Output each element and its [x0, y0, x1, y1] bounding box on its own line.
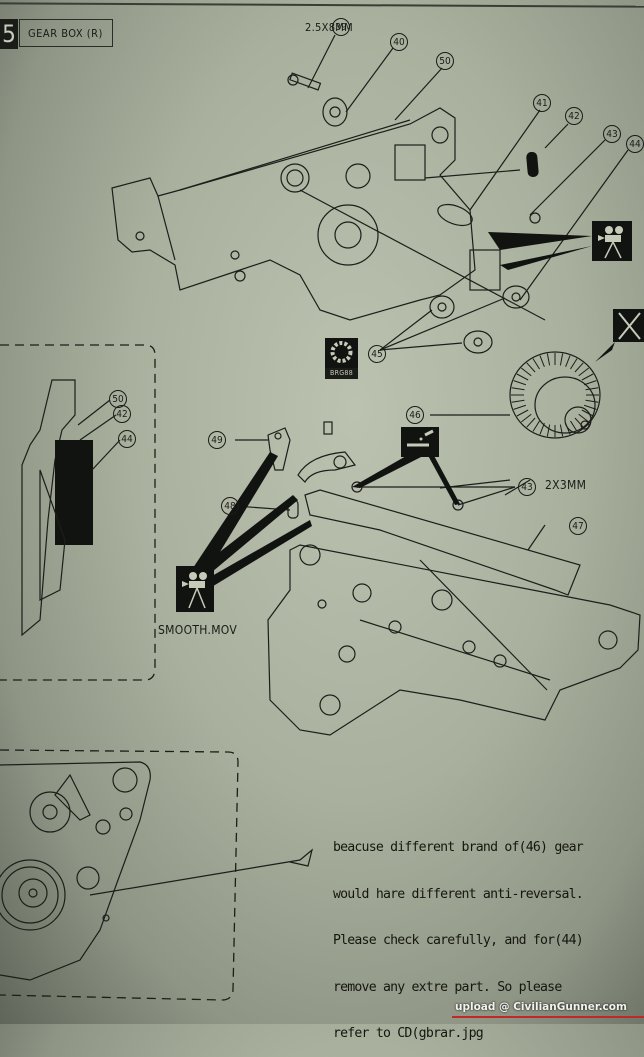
callout-49: 49	[208, 431, 226, 449]
gear-tooth	[516, 409, 529, 417]
gear-tooth	[583, 380, 597, 386]
gear-tooth	[513, 404, 527, 410]
inset-callout-44: 44	[118, 430, 136, 448]
callout-43-lower: 43	[518, 478, 536, 496]
video-file-label: SMOOTH.MOV	[158, 623, 238, 637]
small-parts-lower	[234, 421, 516, 519]
callout-48: 48	[221, 497, 239, 515]
video-camera-icon	[176, 566, 214, 612]
small-parts	[437, 151, 541, 291]
gear-tooth	[539, 423, 545, 435]
callout-44: 44	[626, 135, 644, 153]
note-line: remove any extre part. So please	[333, 979, 562, 995]
callout-43: 43	[603, 125, 621, 143]
icon-pointers	[185, 232, 615, 588]
watermark-underline	[452, 1016, 644, 1018]
gear-tooth	[532, 358, 540, 370]
callout-45: 45	[368, 345, 386, 363]
gear-tooth	[583, 404, 597, 410]
gear-tooth	[516, 373, 529, 381]
callout-40: 40	[390, 33, 408, 51]
inset-detail-1	[0, 344, 156, 681]
callout-39: 39	[332, 18, 350, 36]
callout-50: 50	[436, 52, 454, 70]
gear-tooth	[526, 417, 536, 428]
gear-tooth	[578, 413, 590, 423]
inset-detail-2	[0, 749, 314, 1001]
video-camera-icon	[592, 221, 632, 261]
assembly-note: beacuse different brand of(46) gear woul…	[333, 809, 584, 1057]
gear-tooth	[513, 380, 527, 386]
note-line: refer to CD(gbrar.jpg	[333, 1026, 484, 1041]
note-line: would hare different anti-reversal.	[333, 886, 584, 902]
gear-tooth	[559, 353, 564, 366]
callout-42: 42	[565, 107, 583, 125]
gear-tooth	[570, 420, 578, 432]
note-line: beacuse different brand of(46) gear	[333, 840, 584, 855]
screwdriver-icon	[401, 427, 439, 457]
bearings	[299, 189, 546, 354]
gear-tooth	[570, 358, 578, 370]
gear-tooth	[578, 367, 590, 377]
gear-tooth	[559, 424, 564, 437]
bevel-gear	[430, 351, 601, 439]
callout-47: 47	[569, 517, 587, 535]
gear-tooth	[585, 387, 599, 391]
inset-callout-42: 42	[113, 405, 131, 423]
gear-tooth	[520, 367, 532, 377]
gear-tooth	[581, 373, 594, 381]
gear-tooth	[574, 417, 584, 428]
gear-tooth	[574, 362, 584, 373]
callout-46: 46	[406, 406, 424, 424]
screw-size-43: 2X3MM	[545, 478, 587, 492]
x-mark-icon	[613, 309, 644, 342]
gear-tooth	[532, 420, 540, 432]
bearing-icon	[325, 338, 358, 368]
screw-and-bushing	[287, 72, 348, 127]
gear-tooth	[546, 353, 551, 366]
gear-tooth	[520, 413, 532, 423]
watermark: upload @ CivilianGunner.com	[455, 1001, 627, 1013]
gear-tooth	[526, 362, 536, 373]
gear-tooth	[565, 423, 571, 435]
exploded-diagram	[0, 34, 641, 1001]
gear-tooth	[511, 399, 525, 403]
callout-41: 41	[533, 94, 551, 112]
bearing-icon-label: BRG88	[325, 368, 358, 379]
gear-tooth	[585, 399, 599, 403]
gear-tooth	[539, 355, 545, 367]
section-number: 5	[0, 19, 18, 49]
section-title: GEAR BOX (R)	[19, 19, 113, 47]
gear-tooth	[565, 355, 571, 367]
gear-tooth	[581, 409, 594, 417]
note-line: Please check carefully, and for(44)	[333, 933, 584, 948]
gear-tooth	[546, 424, 551, 437]
gear-tooth	[511, 387, 525, 391]
gearbox-shell-lower	[267, 479, 641, 736]
gearbox-shell-upper	[111, 107, 476, 321]
leader-lines-top	[307, 34, 629, 301]
